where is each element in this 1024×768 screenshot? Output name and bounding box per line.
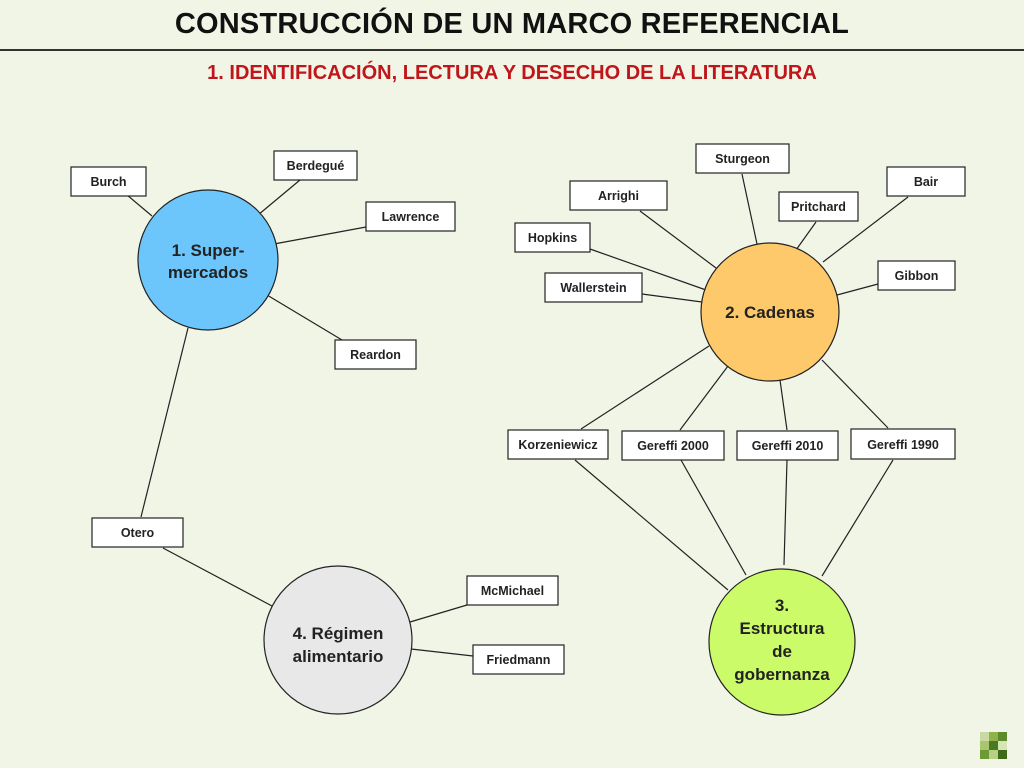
author-box-lawrence: Lawrence — [365, 201, 456, 232]
hub-gobernanza-line-3: de — [772, 642, 792, 661]
author-berdegue-label: Berdegué — [287, 159, 345, 173]
author-box-sturgeon: Sturgeon — [695, 143, 790, 174]
edge-gereffi2000-gobernanza — [680, 459, 747, 576]
edge-gereffi2010-gobernanza — [783, 459, 788, 566]
author-box-wallerstein: Wallerstein — [544, 272, 643, 303]
author-lawrence-label: Lawrence — [382, 210, 440, 224]
author-gereffi1990-label: Gereffi 1990 — [867, 438, 939, 452]
edge-gereffi1990-cadenas — [821, 359, 889, 429]
edge-gereffi2000-cadenas — [679, 365, 729, 431]
author-box-hopkins: Hopkins — [514, 222, 591, 253]
edge-gereffi1990-gobernanza — [821, 459, 894, 577]
author-burch-label: Burch — [90, 175, 126, 189]
title-divider — [0, 49, 1024, 51]
edge-otero-regimen — [162, 547, 273, 607]
page-subtitle: 1. IDENTIFICACIÓN, LECTURA Y DESECHO DE … — [207, 62, 817, 84]
hub-cadenas-line-1: 2. Cadenas — [725, 303, 815, 322]
edge-arrighi-cadenas — [639, 210, 717, 269]
hub-regimen: 4. Régimen alimentario — [263, 565, 413, 715]
corner-logo-icon — [980, 732, 1008, 760]
author-wallerstein-label: Wallerstein — [560, 281, 626, 295]
edge-burch-supermercados — [126, 194, 153, 217]
author-bair-label: Bair — [914, 175, 938, 189]
hub-gobernanza-line-2: Estructura — [739, 619, 825, 638]
edge-supermercados-otero — [140, 327, 189, 518]
author-korzeniewicz-label: Korzeniewicz — [518, 438, 597, 452]
author-box-gereffi1990: Gereffi 1990 — [850, 428, 956, 460]
connector-lines — [126, 173, 909, 657]
author-box-mcmichael: McMichael — [466, 575, 559, 606]
edge-wallerstein-cadenas — [641, 293, 703, 303]
author-box-otero: Otero — [91, 517, 184, 548]
author-gereffi2010-label: Gereffi 2010 — [752, 439, 824, 453]
author-box-gereffi2010: Gereffi 2010 — [736, 430, 839, 461]
edge-lawrence-supermercados — [273, 226, 367, 245]
edge-reardon-supermercados — [266, 294, 348, 344]
author-box-arrighi: Arrighi — [569, 180, 668, 211]
author-box-bair: Bair — [886, 166, 966, 197]
author-hopkins-label: Hopkins — [528, 231, 577, 245]
edge-korzeniewicz-cadenas — [580, 345, 710, 430]
edge-gereffi2010-cadenas — [779, 379, 788, 431]
edge-korzeniewicz-gobernanza — [574, 459, 729, 591]
hub-regimen-line-1: 4. Régimen — [293, 624, 384, 643]
author-box-burch: Burch — [70, 166, 147, 197]
edge-gibbon-cadenas — [836, 283, 879, 296]
edge-berdegue-supermercados — [257, 179, 301, 216]
author-box-reardon: Reardon — [334, 339, 417, 370]
edge-friedmann-regimen — [410, 648, 474, 657]
hub-gobernanza: 3. Estructura de gobernanza — [708, 568, 856, 716]
author-arrighi-label: Arrighi — [598, 189, 639, 203]
author-mcmichael-label: McMichael — [481, 584, 544, 598]
hub-gobernanza-line-1: 3. — [775, 596, 789, 615]
edge-bair-cadenas — [822, 196, 909, 263]
page-title: CONSTRUCCIÓN DE UN MARCO REFERENCIAL — [174, 8, 850, 40]
author-friedmann-label: Friedmann — [487, 653, 551, 667]
author-pritchard-label: Pritchard — [791, 200, 846, 214]
hub-supermercados: 1. Super- mercados — [137, 189, 279, 331]
hub-gobernanza-line-4: gobernanza — [734, 665, 830, 684]
author-gibbon-label: Gibbon — [895, 269, 939, 283]
edge-pritchard-cadenas — [795, 221, 817, 251]
author-gereffi2000-label: Gereffi 2000 — [637, 439, 709, 453]
hub-supermercados-line-2: mercados — [168, 263, 248, 282]
edge-hopkins-cadenas — [589, 248, 707, 291]
edge-sturgeon-cadenas — [741, 173, 758, 245]
hub-regimen-line-2: alimentario — [293, 647, 384, 666]
hub-supermercados-line-1: 1. Super- — [172, 241, 245, 260]
author-box-pritchard: Pritchard — [778, 191, 859, 222]
author-reardon-label: Reardon — [350, 348, 401, 362]
edge-mcmichael-regimen — [409, 604, 468, 623]
author-sturgeon-label: Sturgeon — [715, 152, 770, 166]
author-otero-label: Otero — [121, 526, 155, 540]
author-box-friedmann: Friedmann — [472, 644, 565, 675]
author-box-gibbon: Gibbon — [877, 260, 956, 291]
author-box-berdegue: Berdegué — [273, 150, 358, 181]
author-box-korzeniewicz: Korzeniewicz — [507, 429, 609, 460]
hub-cadenas: 2. Cadenas — [700, 242, 840, 382]
author-box-gereffi2000: Gereffi 2000 — [621, 430, 725, 461]
